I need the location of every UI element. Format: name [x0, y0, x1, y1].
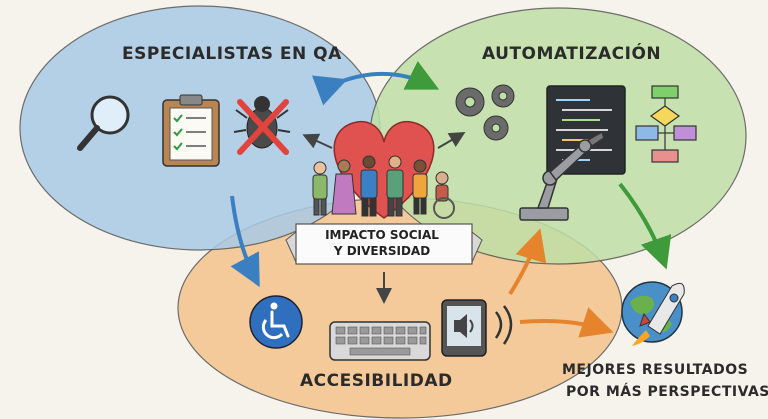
result-title-line2: POR MÁS PERSPECTIVAS — [566, 384, 768, 400]
automation-to-result-arrow — [618, 182, 672, 270]
robot-arm-icon — [519, 130, 605, 221]
magnifier-icon — [77, 95, 130, 151]
wheelchair-icon — [249, 295, 303, 349]
braille-keyboard-icon — [329, 321, 431, 361]
checklist-icon — [162, 94, 220, 167]
bug-crossed-icon — [233, 96, 291, 155]
diverse-people-icon — [312, 155, 455, 219]
center-title-line2: Y DIVERSIDAD — [333, 244, 431, 258]
automation-title: AUTOMATIZACIÓN — [482, 44, 662, 64]
heart-to-qa-arrow — [302, 133, 333, 149]
code-screen-icon — [546, 85, 626, 175]
accessibility-to-result-arrow — [519, 307, 614, 338]
center-title-line1: IMPACTO SOCIAL — [325, 228, 439, 242]
qa-to-accessibility-arrow — [230, 195, 260, 288]
heart-to-automation-arrow — [437, 131, 466, 149]
globe-rocket-icon — [621, 281, 685, 346]
center-banner — [285, 223, 483, 265]
speaker-tablet-icon — [441, 299, 513, 357]
accessibility-title: ACCESIBILIDAD — [300, 371, 453, 391]
flowchart-icon — [635, 85, 697, 163]
accessibility-to-automation-arrow — [508, 228, 547, 296]
result-title-line1: MEJORES RESULTADOS — [562, 362, 749, 378]
qa-title: ESPECIALISTAS EN QA — [122, 44, 342, 64]
gears-icon — [455, 84, 515, 141]
heart-icon — [333, 121, 435, 219]
qa-automation-arrow — [311, 60, 440, 106]
